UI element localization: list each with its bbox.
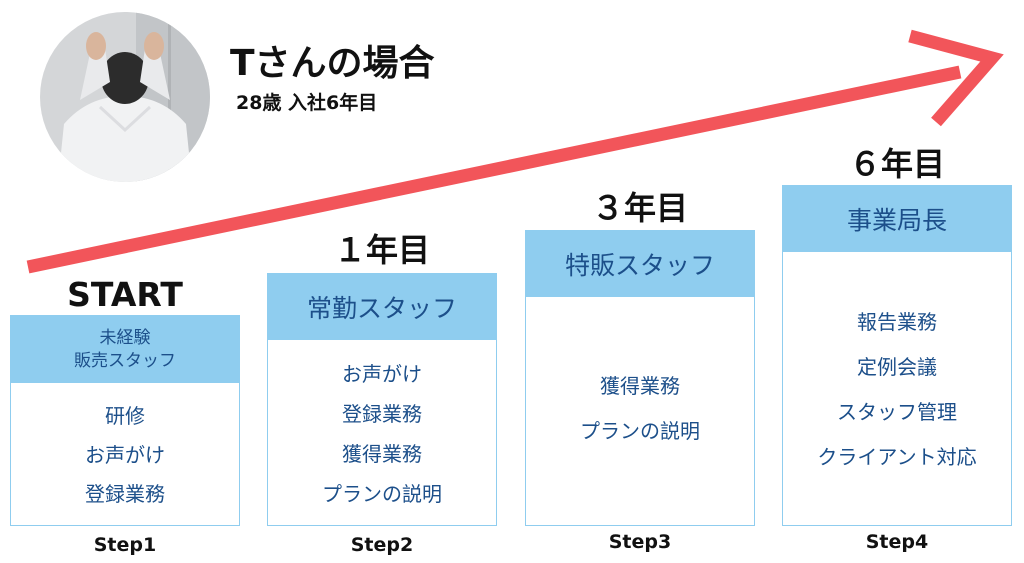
step-1-role-line-1: 未経験 — [99, 328, 151, 349]
step-4-label: Step4 — [865, 531, 929, 553]
step-2-task-3: 獲得業務 — [342, 442, 422, 466]
step-2-box: 常勤スタッフ お声がけ 登録業務 獲得業務 プランの説明 — [267, 273, 497, 526]
step-2-role: 常勤スタッフ — [268, 274, 496, 340]
step-1-role-line-2: 販売スタッフ — [74, 350, 176, 371]
step-4-task-2: 定例会議 — [857, 355, 937, 379]
step-1-role: 未経験 販売スタッフ — [11, 316, 239, 383]
step-1-label: Step1 — [93, 534, 157, 556]
step-2-heading: １年目 — [333, 231, 430, 269]
step-3-task-list: 獲得業務 プランの説明 — [526, 376, 754, 441]
step-2-task-4: プランの説明 — [322, 482, 442, 506]
step-3-role: 特販スタッフ — [526, 231, 754, 297]
step-3-role-line-1: 特販スタッフ — [564, 251, 715, 280]
profile-avatar — [40, 12, 210, 182]
step-2-task-1: お声がけ — [342, 362, 422, 386]
step-3-task-1: 獲得業務 — [600, 374, 680, 398]
step-4-task-4: クライアント対応 — [817, 445, 977, 469]
step-4-box: 事業局長 報告業務 定例会議 スタッフ管理 クライアント対応 — [782, 185, 1012, 526]
step-1-heading: START — [67, 275, 183, 314]
step-4-task-list: 報告業務 定例会議 スタッフ管理 クライアント対応 — [783, 312, 1011, 467]
step-3-task-2: プランの説明 — [580, 419, 700, 443]
step-1-task-list: 研修 お声がけ 登録業務 — [11, 406, 239, 504]
step-4-task-3: スタッフ管理 — [837, 400, 957, 424]
profile-details: 28歳 入社6年目 — [236, 92, 378, 114]
step-2-label: Step2 — [350, 534, 414, 556]
step-1-task-2: お声がけ — [85, 443, 165, 467]
step-2-role-line-1: 常勤スタッフ — [306, 294, 457, 323]
step-1-task-1: 研修 — [105, 404, 145, 428]
step-3-box: 特販スタッフ 獲得業務 プランの説明 — [525, 230, 755, 526]
step-4-role: 事業局長 — [783, 186, 1011, 252]
growth-arrow-head — [908, 29, 1004, 127]
step-4-heading: ６年目 — [848, 145, 945, 183]
step-2-task-2: 登録業務 — [342, 402, 422, 426]
step-1-task-3: 登録業務 — [85, 482, 165, 506]
step-3-heading: ３年目 — [591, 189, 688, 227]
step-4-task-1: 報告業務 — [857, 310, 937, 334]
step-2-task-list: お声がけ 登録業務 獲得業務 プランの説明 — [268, 364, 496, 504]
step-4-role-line-1: 事業局長 — [846, 206, 947, 235]
step-3-label: Step3 — [608, 531, 672, 553]
step-1-box: 未経験 販売スタッフ 研修 お声がけ 登録業務 — [10, 315, 240, 526]
profile-name: Tさんの場合 — [230, 43, 435, 84]
